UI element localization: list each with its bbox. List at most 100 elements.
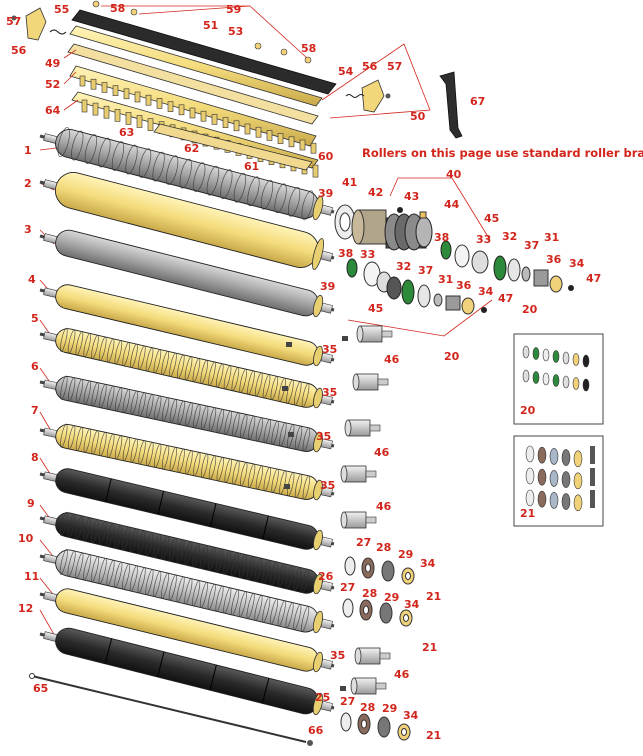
seal-37a — [493, 255, 507, 281]
callout-64: 64 — [45, 104, 61, 117]
comb-tooth — [134, 91, 141, 103]
callout-33: 33 — [476, 233, 491, 246]
comb-tooth — [156, 98, 163, 109]
callout-8: 8 — [31, 451, 39, 464]
inset-part — [561, 449, 571, 466]
callout-34-c: 34 — [420, 557, 436, 570]
pin-35 — [284, 484, 290, 489]
inset-part — [525, 467, 535, 485]
seal-38a — [440, 240, 452, 260]
callout-31-b: 31 — [438, 273, 453, 286]
comb-tooth — [123, 88, 130, 100]
inset-part — [537, 468, 547, 486]
comb-tooth — [90, 78, 97, 90]
roller-4 — [39, 284, 335, 367]
roller-10 — [39, 548, 335, 634]
callout-35-e: 35 — [330, 649, 345, 662]
callout-65: 65 — [33, 682, 48, 695]
callout-28-c: 28 — [360, 701, 375, 714]
inset-part — [532, 371, 540, 384]
callout-67: 67 — [470, 95, 485, 108]
comb-tooth — [81, 99, 88, 113]
callout-56: 56 — [11, 44, 27, 57]
comb-tooth — [125, 112, 132, 125]
callout-6: 6 — [31, 360, 39, 373]
inset-part — [542, 372, 550, 386]
comb-tooth — [312, 164, 319, 178]
callout-51: 51 — [203, 19, 218, 32]
callout-3: 3 — [24, 223, 32, 236]
callout-32: 32 — [502, 230, 517, 243]
callout-53: 53 — [228, 25, 243, 38]
comb-tooth — [277, 133, 284, 144]
inset-part — [573, 472, 583, 490]
inset-pin — [590, 468, 595, 486]
comb-tooth — [178, 104, 185, 116]
roller-12a — [39, 588, 335, 673]
roller-3 — [39, 229, 335, 318]
comb-tooth — [101, 82, 108, 93]
inset-pin — [590, 490, 595, 508]
callout-12: 12 — [18, 602, 33, 615]
comb-tooth — [200, 110, 207, 122]
comb-tooth — [211, 114, 218, 125]
comb-tooth — [147, 118, 154, 131]
comb-tooth — [233, 120, 240, 132]
inset-pin — [590, 446, 595, 464]
callout-27: 27 — [356, 536, 371, 549]
callout-39: 39 — [318, 187, 333, 200]
inset-part — [573, 450, 583, 468]
callout-33-b: 33 — [360, 248, 375, 261]
callout-58-b: 58 — [301, 42, 316, 55]
pin-35 — [340, 686, 346, 691]
comb-tooth — [189, 107, 196, 119]
inset-part — [537, 490, 547, 508]
callout-41: 41 — [342, 176, 357, 189]
inset-part — [561, 493, 571, 510]
callout-4: 4 — [28, 273, 36, 286]
callout-47-b: 47 — [498, 292, 513, 305]
callout-labels: 57 55 58 59 56 51 53 49 58 54 56 57 52 6… — [6, 2, 601, 742]
hub-46 — [354, 647, 391, 665]
bolt-row — [92, 0, 312, 64]
callout-2: 2 — [24, 177, 32, 190]
inset-20-label: 20 — [520, 404, 536, 417]
rod-65 — [29, 673, 313, 746]
callout-20-b: 20 — [444, 350, 460, 363]
callout-46-b: 46 — [374, 446, 390, 459]
callout-9: 9 — [27, 497, 35, 510]
bearing-sets — [340, 556, 415, 741]
callout-34-e: 34 — [403, 709, 419, 722]
bracket-right — [345, 79, 391, 113]
callout-27-b: 27 — [340, 581, 355, 594]
callout-49: 49 — [45, 57, 60, 70]
inset-21-label: 21 — [520, 507, 535, 520]
callout-46: 46 — [384, 353, 400, 366]
callout-25: 25 — [315, 691, 330, 704]
callout-44: 44 — [444, 198, 460, 211]
callout-66: 66 — [308, 724, 324, 737]
roller-6 — [39, 375, 335, 453]
inset-part — [549, 470, 559, 487]
pin-35 — [288, 432, 294, 437]
bearing-set — [340, 712, 411, 741]
callout-34-d: 34 — [404, 598, 420, 611]
comb-tooth — [299, 139, 306, 151]
comb-tooth — [103, 105, 110, 119]
callout-35-d: 35 — [320, 479, 335, 492]
inset-part — [537, 446, 547, 464]
inset-part — [522, 369, 530, 383]
callout-38: 38 — [434, 231, 449, 244]
pin-35 — [342, 336, 348, 341]
inset-20: 20 — [513, 333, 604, 425]
comb-52 — [69, 65, 317, 154]
callout-36-b: 36 — [456, 279, 472, 292]
callout-20: 20 — [522, 303, 538, 316]
roller-7 — [39, 423, 335, 501]
bearing-housing — [384, 213, 433, 251]
groomer-bar-assembly — [11, 0, 463, 178]
plate-51 — [69, 25, 323, 107]
callout-35-b: 35 — [322, 386, 337, 399]
roller-5 — [39, 327, 335, 409]
